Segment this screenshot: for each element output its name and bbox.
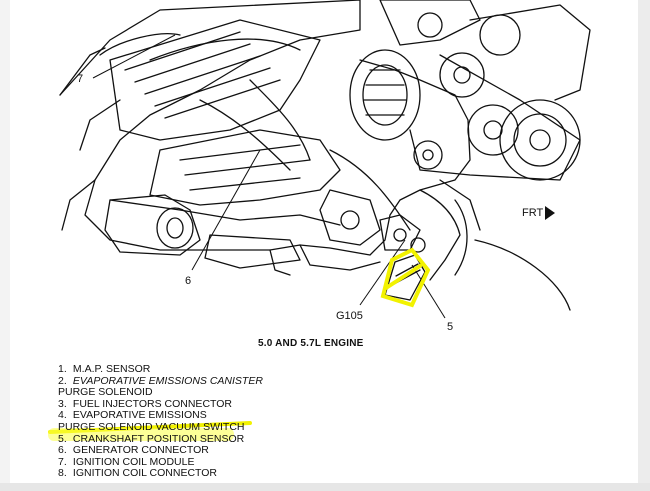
legend-highlight-row5	[48, 428, 234, 441]
legend-item: 8. IGNITION COIL CONNECTOR	[58, 467, 218, 480]
legend-list: 1. M.A.P. SENSOR 2. EVAPORATIVE EMISSION…	[58, 363, 338, 480]
front-arrow-icon	[545, 206, 555, 220]
leader-line-5	[411, 264, 446, 319]
legend-item: 7. IGNITION COIL MODULE	[58, 455, 195, 468]
legend-item: 2. EVAPORATIVE EMISSIONS CANISTER	[58, 374, 263, 387]
legend-item: 1. M.A.P. SENSOR	[58, 363, 151, 375]
callout-g105: G105	[336, 310, 363, 322]
callout-5: 5	[447, 321, 454, 333]
leader-line-g105	[359, 239, 406, 306]
crank-sensor-highlight	[380, 247, 431, 308]
window-frame-left	[0, 0, 10, 491]
legend-item: PURGE SOLENOID VACUUM SWITCH	[58, 420, 245, 433]
leader-line-6	[191, 149, 261, 271]
callout-7: 7	[77, 73, 84, 85]
legend-item: 3. FUEL INJECTORS CONNECTOR	[58, 397, 232, 410]
legend-item: 6. GENERATOR CONNECTOR	[58, 444, 209, 457]
figure-caption: 5.0 AND 5.7L ENGINE	[258, 338, 364, 349]
leader-line-7	[92, 34, 176, 79]
legend-item: 5. CRANKSHAFT POSITION SENSOR	[58, 432, 245, 445]
callout-6: 6	[185, 275, 192, 287]
window-frame-bottom	[0, 483, 650, 491]
legend-item: 4. EVAPORATIVE EMISSIONS	[58, 409, 207, 422]
front-direction-label: FRT	[522, 207, 544, 219]
window-frame-right	[638, 0, 650, 491]
legend-item: PURGE SOLENOID	[58, 386, 153, 399]
